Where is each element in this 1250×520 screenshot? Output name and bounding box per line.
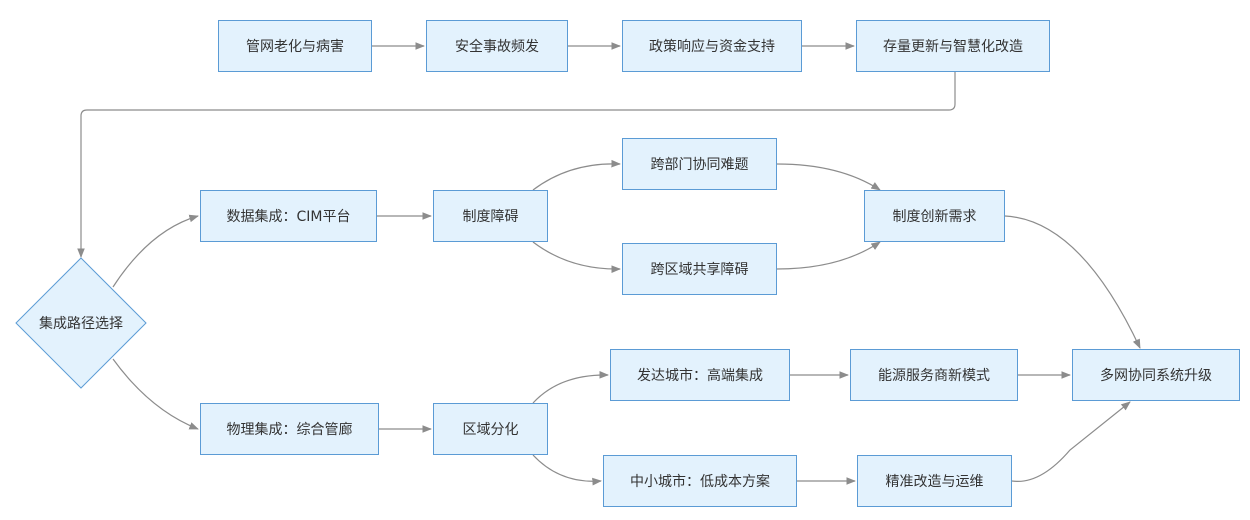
- edge-cross-region-to-innovation: [776, 241, 881, 270]
- node-institutional-barrier: 制度障碍: [433, 190, 548, 242]
- decision-path-choice-label: 集成路径选择: [39, 315, 123, 332]
- node-cross-department: 跨部门协同难题: [622, 138, 777, 190]
- edge-renewal-to-path-choice: [77, 72, 956, 258]
- edge-precise-to-upgrade: [1011, 401, 1131, 483]
- edge-barrier-to-cross-dept: [532, 159, 621, 191]
- node-institutional-innovation: 制度创新需求: [864, 190, 1005, 242]
- node-data-integration: 数据集成：CIM平台: [200, 190, 377, 242]
- node-developed-city: 发达城市：高端集成: [610, 349, 790, 401]
- edge-cross-dept-to-innovation: [776, 163, 881, 191]
- node-small-city: 中小城市：低成本方案: [603, 455, 797, 507]
- node-safety-accidents: 安全事故频发: [426, 20, 568, 72]
- node-pipe-aging: 管网老化与病害: [218, 20, 372, 72]
- edge-regional-to-small: [532, 454, 602, 486]
- edge-path-choice-to-data: [112, 214, 199, 288]
- node-energy-service: 能源服务商新模式: [850, 349, 1018, 401]
- node-policy-funding: 政策响应与资金支持: [622, 20, 802, 72]
- node-stock-renewal: 存量更新与智慧化改造: [856, 20, 1050, 72]
- node-regional-differentiation: 区域分化: [433, 403, 548, 455]
- node-physical-integration: 物理集成：综合管廊: [200, 403, 379, 455]
- edge-regional-to-developed: [532, 370, 609, 404]
- node-multi-network-upgrade: 多网协同系统升级: [1072, 349, 1240, 401]
- node-cross-region: 跨区域共享障碍: [622, 243, 777, 295]
- edge-barrier-to-cross-region: [532, 241, 621, 274]
- edge-path-choice-to-physical: [112, 358, 199, 430]
- node-precise-renovation: 精准改造与运维: [857, 455, 1012, 507]
- edge-innovation-to-upgrade: [1004, 215, 1141, 349]
- decision-path-choice: 集成路径选择: [15, 257, 147, 389]
